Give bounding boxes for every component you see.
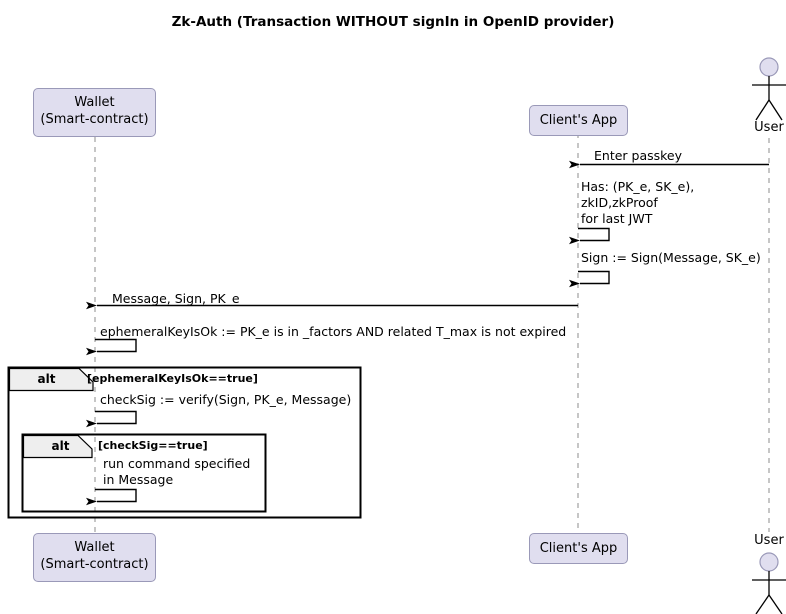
participant-clientapp-top[interactable]: Client's App [529,105,628,136]
participant-wallet-name-line1: Wallet [74,95,115,110]
message-label-run-command: run command specified in Message [103,456,251,487]
message-label-enter-passkey: Enter passkey [594,148,683,163]
message-selfloop-checksig [86,410,137,428]
fragment-alt-outer-guard: [ephemeralKeyIsOk==true] [87,372,258,385]
message-selfloop-has-keys [569,227,610,245]
message-label-sign: Sign := Sign(Message, SK_e) [581,250,761,265]
actor-user-figure-bottom [752,552,786,614]
message-selfloop-run-command [86,488,137,506]
participant-clientapp-name-line1-bottom: Client's App [539,541,618,556]
message-label-checksig: checkSig := verify(Sign, PK_e, Message) [100,392,352,407]
participant-clientapp-name-line1: Client's App [539,113,618,128]
actor-user-label-bottom[interactable]: User [754,533,784,548]
participant-wallet-name-line2-bottom: (Smart-contract) [40,557,149,572]
fragment-alt-inner-guard: [checkSig==true] [98,439,208,452]
message-label-has-keys: Has: (PK_e, SK_e), zkID,zkProof for last… [581,179,695,226]
participant-wallet-name-line2: (Smart-contract) [40,112,149,127]
participant-clientapp-bottom[interactable]: Client's App [529,533,628,564]
actor-user-label-top[interactable]: User [754,120,784,135]
actor-user-figure-top [752,57,786,121]
fragment-alt-inner-operator: alt [51,439,70,453]
participant-wallet-name-line1-bottom: Wallet [74,540,115,555]
participant-wallet-bottom[interactable]: Wallet (Smart-contract) [33,533,156,582]
fragment-alt-outer-operator: alt [37,372,56,386]
message-label-ephemeralkeyisok: ephemeralKeyIsOk := PK_e is in _factors … [100,324,567,339]
message-label-message-sign-pke: Message, Sign, PK_e [112,291,240,306]
page-title: Zk-Auth (Transaction WITHOUT signIn in O… [171,14,615,30]
message-selfloop-sign [569,270,610,288]
participant-wallet-top[interactable]: Wallet (Smart-contract) [33,88,156,137]
message-selfloop-ephemeralkeyisok [86,338,137,356]
